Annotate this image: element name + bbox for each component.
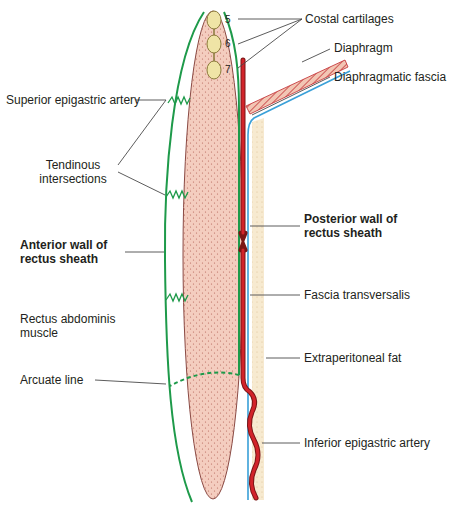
callout-number: 5 [225, 14, 235, 25]
anterior-wall [165, 12, 204, 502]
part-label: Posterior wall of rectus sheath [304, 212, 434, 240]
leader-lines [95, 19, 330, 443]
rectus-muscle [183, 11, 243, 499]
costal-cartilages [207, 11, 221, 79]
part-label: Diaphragm [334, 41, 454, 55]
callout-number: 7 [225, 64, 235, 75]
tendinous-intersections [166, 97, 190, 301]
part-label: Superior epigastric artery [6, 93, 140, 107]
part-label: Tendinous intersections [28, 158, 118, 186]
part-label: Anterior wall of rectus sheath [20, 238, 124, 266]
diaphragm [246, 60, 348, 114]
posterior-wall [224, 12, 239, 375]
part-label: Rectus abdominis muscle [20, 312, 140, 340]
fascia [248, 71, 350, 500]
part-label: Extraperitoneal fat [304, 351, 454, 365]
part-label: Diaphragmatic fascia [334, 70, 458, 84]
part-label: Fascia transversalis [304, 288, 454, 302]
epigastric-artery [241, 60, 258, 498]
part-label: Costal cartilages [305, 12, 455, 26]
part-label: Inferior epigastric artery [304, 436, 434, 450]
part-label: Arcuate line [20, 373, 83, 387]
arcuate-line [170, 373, 239, 386]
callout-number: 6 [225, 38, 235, 49]
